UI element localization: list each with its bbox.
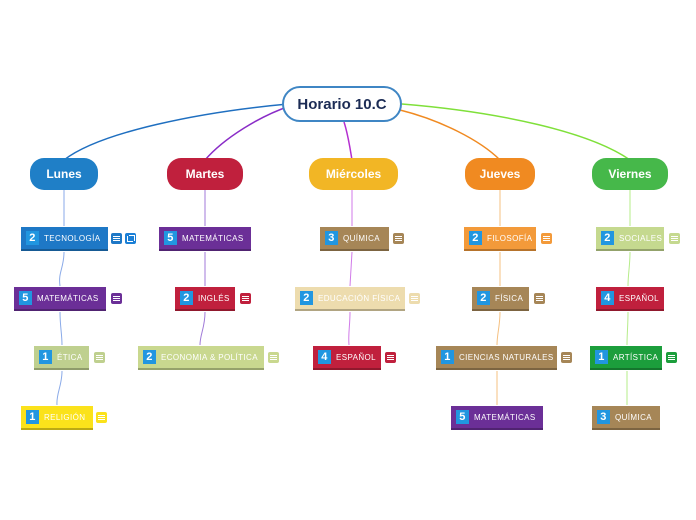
notes-icon[interactable] bbox=[669, 233, 680, 244]
subject-label: QUÍMICA bbox=[343, 233, 381, 243]
hours-badge: 2 bbox=[26, 231, 39, 245]
subject-label: MATEMÁTICAS bbox=[182, 233, 244, 243]
hours-badge: 1 bbox=[441, 350, 454, 364]
notes-icon[interactable] bbox=[393, 233, 404, 244]
hours-badge: 5 bbox=[456, 410, 469, 424]
hours-badge: 1 bbox=[595, 350, 608, 364]
day-jueves[interactable]: Jueves bbox=[465, 158, 535, 190]
subject-jueves-fisica[interactable]: 2 FÍSICA bbox=[472, 287, 529, 311]
subject-label: MATEMÁTICAS bbox=[474, 412, 536, 422]
subject-lunes-matematicas[interactable]: 5 MATEMÁTICAS bbox=[14, 287, 106, 311]
subject-viernes-sociales[interactable]: 2 SOCIALES bbox=[596, 227, 664, 251]
subject-jueves-filosofia[interactable]: 2 FILOSOFÍA bbox=[464, 227, 536, 251]
notes-icon[interactable] bbox=[96, 412, 107, 423]
day-viernes[interactable]: Viernes bbox=[592, 158, 668, 190]
subject-label: ECONOMIA & POLÍTICA bbox=[161, 352, 258, 362]
subject-label: CIENCIAS NATURALES bbox=[459, 352, 554, 362]
subject-lunes-religion[interactable]: 1 RELIGIÓN bbox=[21, 406, 93, 430]
hours-badge: 1 bbox=[39, 350, 52, 364]
hours-badge: 2 bbox=[469, 231, 482, 245]
subject-jueves-ciencias-naturales[interactable]: 1 CIENCIAS NATURALES bbox=[436, 346, 557, 370]
subject-lunes-tecnologia[interactable]: 2 TECNOLOGÍA bbox=[21, 227, 108, 251]
subject-label: ARTÍSTICA bbox=[613, 352, 659, 362]
subject-miercoles-educacion-fisica[interactable]: 2 EDUCACIÓN FÍSICA bbox=[295, 287, 405, 311]
subject-martes-matematicas[interactable]: 5 MATEMÁTICAS bbox=[159, 227, 251, 251]
subject-label: MATEMÁTICAS bbox=[37, 293, 99, 303]
subject-label: EDUCACIÓN FÍSICA bbox=[318, 293, 401, 303]
day-martes[interactable]: Martes bbox=[167, 158, 243, 190]
external-link-icon[interactable] bbox=[125, 233, 136, 244]
hours-badge: 5 bbox=[164, 231, 177, 245]
notes-icon[interactable] bbox=[534, 293, 545, 304]
subject-label: RELIGIÓN bbox=[44, 412, 86, 422]
subject-viernes-quimica[interactable]: 3 QUÍMICA bbox=[592, 406, 660, 430]
notes-icon[interactable] bbox=[561, 352, 572, 363]
hours-badge: 2 bbox=[180, 291, 193, 305]
subject-label: FÍSICA bbox=[495, 293, 524, 303]
subject-label: ESPAÑOL bbox=[619, 293, 659, 303]
subject-label: QUÍMICA bbox=[615, 412, 653, 422]
subject-miercoles-quimica[interactable]: 3 QUÍMICA bbox=[320, 227, 389, 251]
subject-viernes-artistica[interactable]: 1 ARTÍSTICA bbox=[590, 346, 662, 370]
notes-icon[interactable] bbox=[385, 352, 396, 363]
subject-label: ESPAÑOL bbox=[336, 352, 376, 362]
notes-icon[interactable] bbox=[409, 293, 420, 304]
day-label: Jueves bbox=[479, 167, 521, 181]
notes-icon[interactable] bbox=[111, 233, 122, 244]
notes-icon[interactable] bbox=[541, 233, 552, 244]
subject-jueves-matematicas[interactable]: 5 MATEMÁTICAS bbox=[451, 406, 543, 430]
subject-viernes-espanol[interactable]: 4 ESPAÑOL bbox=[596, 287, 664, 311]
hours-badge: 3 bbox=[325, 231, 338, 245]
root-topic[interactable]: Horario 10.C bbox=[282, 86, 402, 122]
subject-miercoles-espanol[interactable]: 4 ESPAÑOL bbox=[313, 346, 381, 370]
hours-badge: 2 bbox=[477, 291, 490, 305]
subject-martes-economia[interactable]: 2 ECONOMIA & POLÍTICA bbox=[138, 346, 264, 370]
subject-label: SOCIALES bbox=[619, 233, 663, 243]
day-label: Lunes bbox=[46, 167, 82, 181]
hours-badge: 4 bbox=[318, 350, 331, 364]
hours-badge: 4 bbox=[601, 291, 614, 305]
notes-icon[interactable] bbox=[268, 352, 279, 363]
subject-label: FILOSOFÍA bbox=[487, 233, 533, 243]
notes-icon[interactable] bbox=[111, 293, 122, 304]
notes-icon[interactable] bbox=[94, 352, 105, 363]
hours-badge: 2 bbox=[300, 291, 313, 305]
subject-label: TECNOLOGÍA bbox=[44, 233, 101, 243]
notes-icon[interactable] bbox=[240, 293, 251, 304]
subject-lunes-etica[interactable]: 1 ÉTICA bbox=[34, 346, 89, 370]
hours-badge: 2 bbox=[143, 350, 156, 364]
hours-badge: 2 bbox=[601, 231, 614, 245]
hours-badge: 3 bbox=[597, 410, 610, 424]
root-title: Horario 10.C bbox=[297, 95, 387, 113]
subject-label: ÉTICA bbox=[57, 352, 83, 362]
day-label: Viernes bbox=[608, 167, 652, 181]
notes-icon[interactable] bbox=[666, 352, 677, 363]
subject-martes-ingles[interactable]: 2 INGLÉS bbox=[175, 287, 235, 311]
day-label: Miércoles bbox=[325, 167, 382, 181]
hours-badge: 5 bbox=[19, 291, 32, 305]
day-lunes[interactable]: Lunes bbox=[30, 158, 98, 190]
subject-label: INGLÉS bbox=[198, 293, 230, 303]
day-miercoles[interactable]: Miércoles bbox=[309, 158, 398, 190]
day-label: Martes bbox=[185, 167, 225, 181]
hours-badge: 1 bbox=[26, 410, 39, 424]
